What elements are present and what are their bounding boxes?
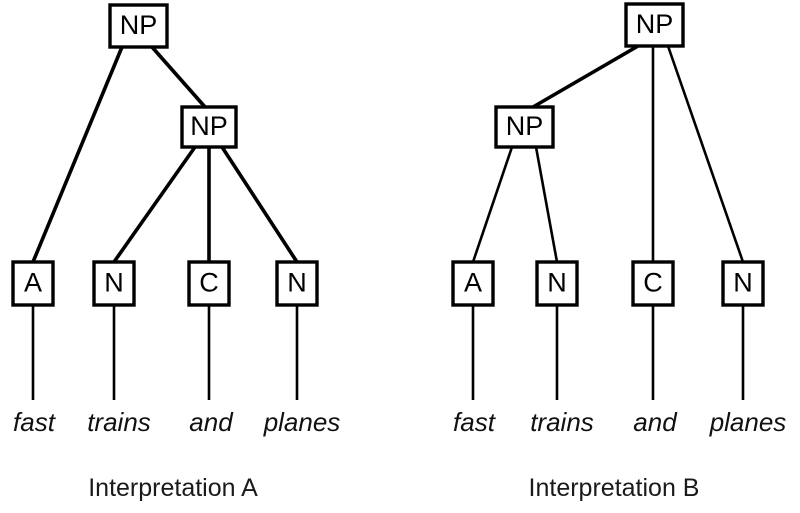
branch-b-np1-to-b-np2 xyxy=(532,44,639,109)
node-b-np1[interactable]: NP xyxy=(624,2,685,48)
leaf-word-group: fast trains and planes xyxy=(13,407,340,437)
node-b-pos-a[interactable]: A xyxy=(451,260,495,307)
node-label-a-np2: NP xyxy=(190,111,228,141)
node-box-b-np1 xyxy=(624,2,685,48)
branch-b-np2-to-b-pos-n1 xyxy=(534,146,559,263)
leaf-word-fast: fast xyxy=(453,407,497,437)
node-label-b-pos-c: C xyxy=(643,268,663,298)
leaf-stem-group xyxy=(471,305,745,400)
leaf-word-planes: planes xyxy=(709,407,787,437)
node-a-np1[interactable]: NP xyxy=(108,3,169,49)
node-label-a-pos-n1: N xyxy=(104,268,124,298)
caption-interpretation-b: Interpretation B xyxy=(529,474,700,502)
leaf-word-planes: planes xyxy=(263,407,341,437)
leaf-word-and: and xyxy=(633,407,678,437)
leaf-word-and: and xyxy=(189,407,234,437)
node-a-pos-n1[interactable]: N xyxy=(92,260,136,307)
leaf-stem-group xyxy=(31,305,299,400)
node-label-b-np2: NP xyxy=(506,111,544,141)
branch-a-np1-to-a-pos-a xyxy=(31,46,124,263)
node-a-pos-a[interactable]: A xyxy=(11,260,55,307)
node-box-b-np2 xyxy=(494,105,555,149)
node-label-a-pos-c: C xyxy=(199,268,219,298)
branch-b-np1-to-b-pos-n2 xyxy=(666,45,745,263)
node-box-a-np2 xyxy=(180,105,238,149)
branch-group xyxy=(31,45,299,264)
node-a-pos-n2[interactable]: N xyxy=(275,260,319,307)
caption-interpretation-a: Interpretation A xyxy=(88,474,258,502)
node-label-a-pos-n2: N xyxy=(287,268,307,298)
branch-group xyxy=(471,44,745,263)
node-label-b-pos-n1: N xyxy=(547,268,567,298)
node-label-b-pos-n2: N xyxy=(733,268,753,298)
branch-b-np2-to-b-pos-a xyxy=(471,146,514,263)
branch-a-np2-to-a-pos-n1 xyxy=(112,145,197,264)
node-group: NP NP A N C N xyxy=(11,3,319,307)
node-box-b-pos-a xyxy=(451,260,495,307)
node-box-a-pos-a xyxy=(11,260,55,307)
leaf-word-group: fast trains and planes xyxy=(453,407,786,437)
leaf-word-fast: fast xyxy=(13,407,57,437)
node-b-pos-n2[interactable]: N xyxy=(721,260,765,307)
branch-a-np1-to-a-np2 xyxy=(150,45,207,109)
node-a-np2[interactable]: NP xyxy=(180,105,238,149)
node-group: NP NP A N C N xyxy=(451,2,765,307)
node-label-b-np1: NP xyxy=(636,9,674,39)
node-box-a-pos-c xyxy=(187,260,231,307)
node-label-a-pos-a: A xyxy=(24,268,42,298)
node-b-pos-c[interactable]: C xyxy=(631,260,675,307)
node-label-a-np1: NP xyxy=(120,10,158,40)
node-a-pos-c[interactable]: C xyxy=(187,260,231,307)
node-box-a-pos-n2 xyxy=(275,260,319,307)
leaf-word-trains: trains xyxy=(87,407,151,437)
node-b-np2[interactable]: NP xyxy=(494,105,555,149)
leaf-word-trains: trains xyxy=(530,407,594,437)
node-label-b-pos-a: A xyxy=(464,268,482,298)
node-b-pos-n1[interactable]: N xyxy=(535,260,579,307)
node-box-b-pos-c xyxy=(631,260,675,307)
node-box-a-pos-n1 xyxy=(92,260,136,307)
node-box-a-np1 xyxy=(108,3,169,49)
node-box-b-pos-n1 xyxy=(535,260,579,307)
node-box-b-pos-n2 xyxy=(721,260,765,307)
branch-a-np2-to-a-pos-n2 xyxy=(220,146,299,263)
